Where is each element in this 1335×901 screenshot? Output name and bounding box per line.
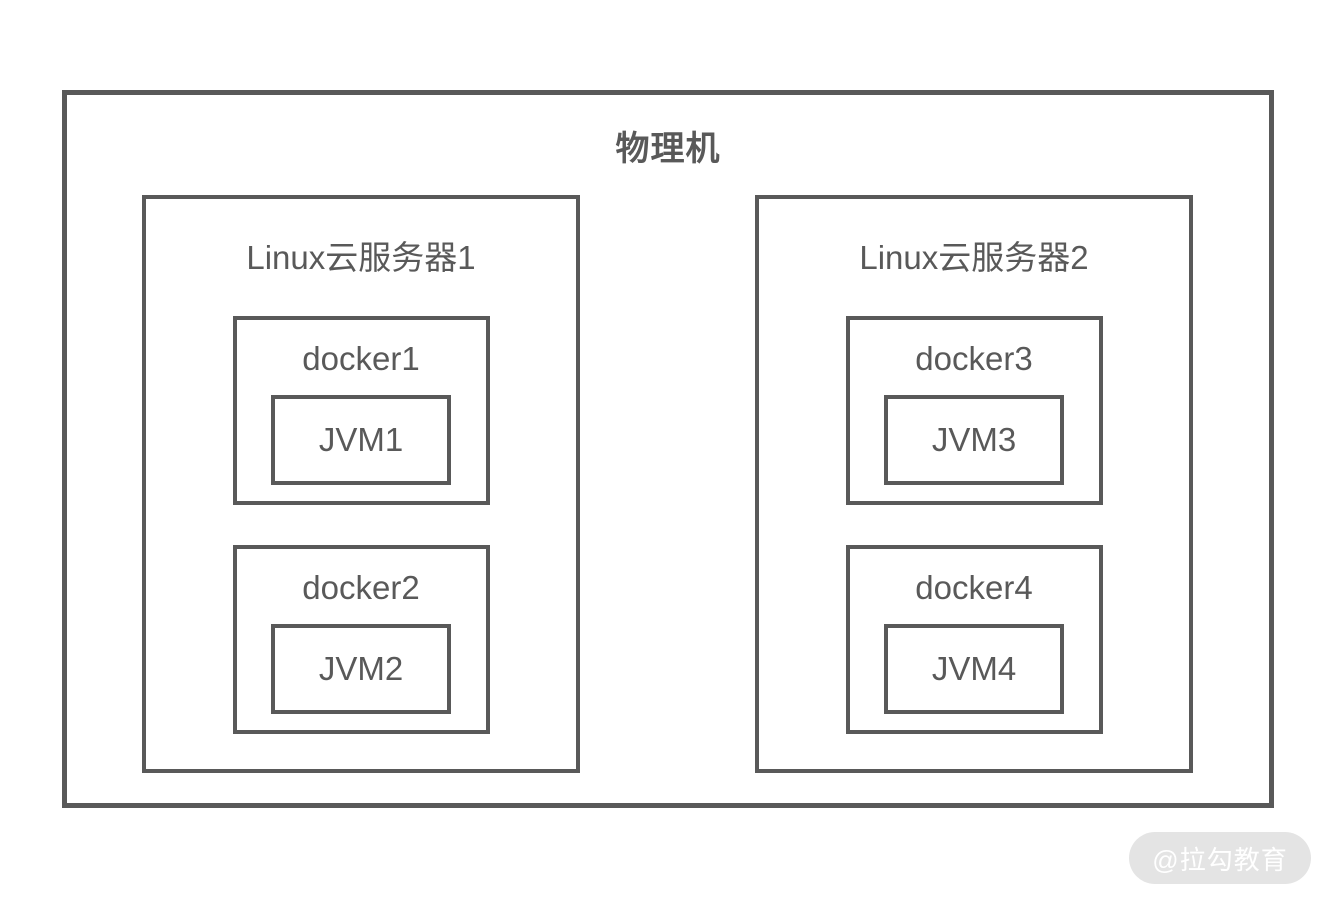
watermark-label: @拉勾教育 — [1152, 844, 1288, 875]
docker-box-1: docker1 JVM1 — [232, 316, 490, 505]
physical-machine-box: 物理机 Linux云服务器1 docker1 JVM1 docker2 JVM2… — [62, 90, 1274, 808]
jvm-label: JVM3 — [931, 421, 1017, 458]
jvm-box-2: JVM2 — [271, 624, 451, 714]
server-label: Linux云服务器1 — [246, 239, 476, 276]
jvm-box-1: JVM1 — [271, 395, 451, 485]
server-box-linux-2: Linux云服务器2 docker3 JVM3 docker4 JVM4 — [755, 195, 1193, 773]
jvm-label: JVM1 — [318, 421, 404, 458]
docker-label: docker3 — [915, 340, 1033, 377]
docker-label: docker4 — [915, 569, 1033, 606]
watermark-badge: @拉勾教育 — [1129, 832, 1311, 884]
docker-box-4: docker4 JVM4 — [845, 545, 1103, 734]
physical-machine-label: 物理机 — [615, 130, 721, 168]
server-box-linux-1: Linux云服务器1 docker1 JVM1 docker2 JVM2 — [142, 195, 580, 773]
server-label: Linux云服务器2 — [859, 239, 1089, 276]
jvm-box-3: JVM3 — [884, 395, 1064, 485]
docker-box-3: docker3 JVM3 — [845, 316, 1103, 505]
docker-label: docker1 — [302, 340, 420, 377]
docker-label: docker2 — [302, 569, 420, 606]
jvm-label: JVM4 — [931, 650, 1017, 687]
jvm-box-4: JVM4 — [884, 624, 1064, 714]
jvm-label: JVM2 — [318, 650, 404, 687]
docker-box-2: docker2 JVM2 — [232, 545, 490, 734]
